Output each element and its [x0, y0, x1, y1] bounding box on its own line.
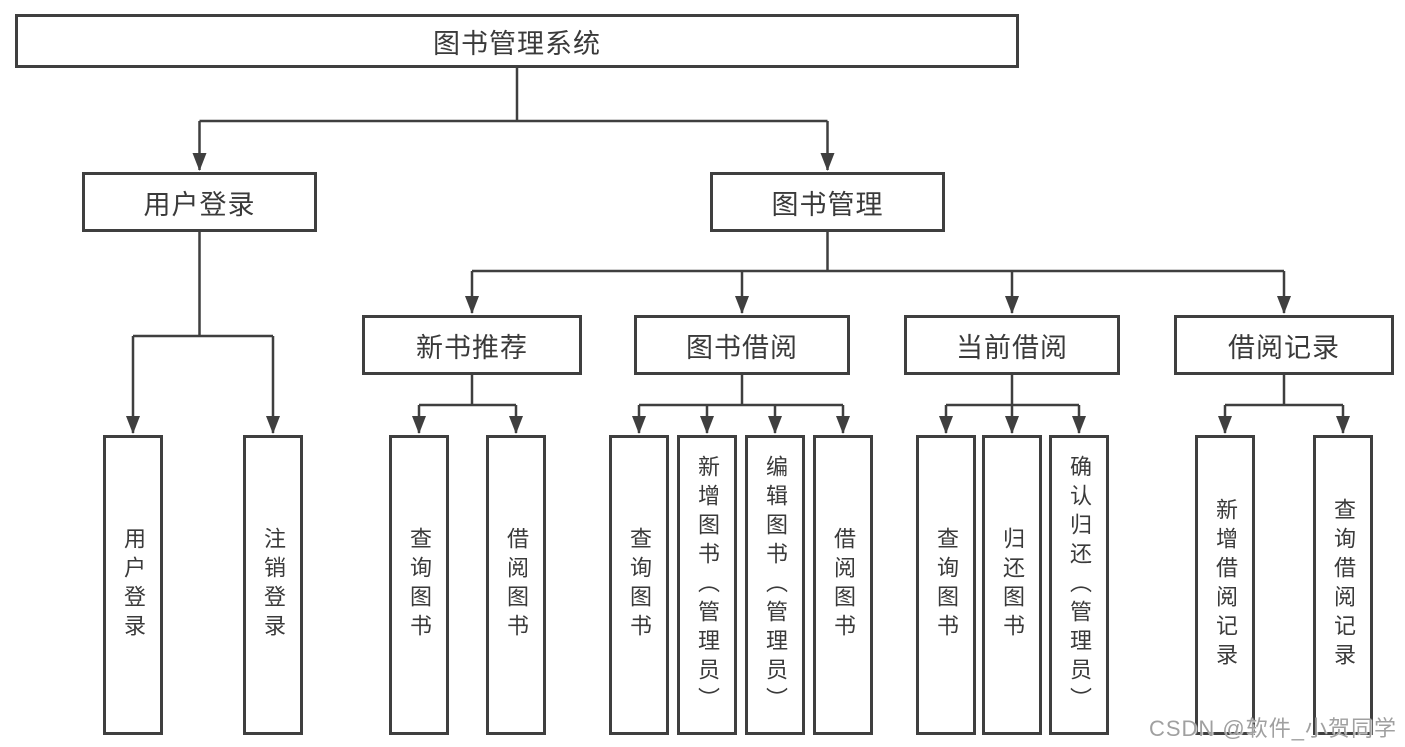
leaf-query-borrow-record: 查询借阅记录 — [1313, 435, 1373, 735]
node-label: 当前借阅 — [956, 332, 1068, 363]
leaf-logout-login: 注销登录 — [243, 435, 303, 735]
leaf-label: 查询借阅记录 — [1331, 498, 1356, 672]
leaf-query-books-recommend: 查询图书 — [389, 435, 449, 735]
leaf-query-books-borrow: 查询图书 — [609, 435, 669, 735]
node-label: 新书推荐 — [416, 332, 528, 363]
node-label: 图书管理 — [771, 189, 884, 220]
leaf-label: 查询图书 — [407, 527, 432, 643]
node-label: 图书借阅 — [686, 332, 798, 363]
node-user-login: 用户登录 — [82, 172, 317, 232]
leaf-label: 用户登录 — [121, 527, 146, 643]
leaf-add-books-admin: 新增图书（管理员） — [677, 435, 737, 735]
leaf-label: 确认归还（管理员） — [1067, 454, 1092, 716]
leaf-label: 新增借阅记录 — [1213, 498, 1238, 672]
leaf-label: 注销登录 — [261, 527, 286, 643]
node-root: 图书管理系统 — [15, 14, 1019, 68]
leaf-label: 新增图书（管理员） — [695, 454, 720, 716]
leaf-borrow-books-recommend: 借阅图书 — [486, 435, 546, 735]
watermark: CSDN @软件_小贺同学 — [1148, 716, 1397, 741]
leaf-edit-books-admin: 编辑图书（管理员） — [745, 435, 805, 735]
leaf-borrow-books: 借阅图书 — [813, 435, 873, 735]
node-label: 用户登录 — [143, 189, 256, 220]
leaf-add-borrow-record: 新增借阅记录 — [1195, 435, 1255, 735]
node-current-borrow: 当前借阅 — [904, 315, 1120, 375]
node-root-label: 图书管理系统 — [433, 28, 601, 59]
leaf-user-login: 用户登录 — [103, 435, 163, 735]
leaf-confirm-return-admin: 确认归还（管理员） — [1049, 435, 1109, 735]
leaf-label: 查询图书 — [934, 527, 959, 643]
node-new-book-recommend: 新书推荐 — [362, 315, 582, 375]
node-borrow-records: 借阅记录 — [1174, 315, 1394, 375]
node-book-management: 图书管理 — [710, 172, 945, 232]
leaf-label: 借阅图书 — [831, 527, 856, 643]
leaf-query-books-current: 查询图书 — [916, 435, 976, 735]
node-book-borrow: 图书借阅 — [634, 315, 850, 375]
node-label: 借阅记录 — [1228, 332, 1340, 363]
leaf-label: 借阅图书 — [504, 527, 529, 643]
leaf-label: 查询图书 — [627, 527, 652, 643]
leaf-label: 归还图书 — [1000, 527, 1025, 643]
leaf-return-books: 归还图书 — [982, 435, 1042, 735]
leaf-label: 编辑图书（管理员） — [763, 454, 788, 716]
